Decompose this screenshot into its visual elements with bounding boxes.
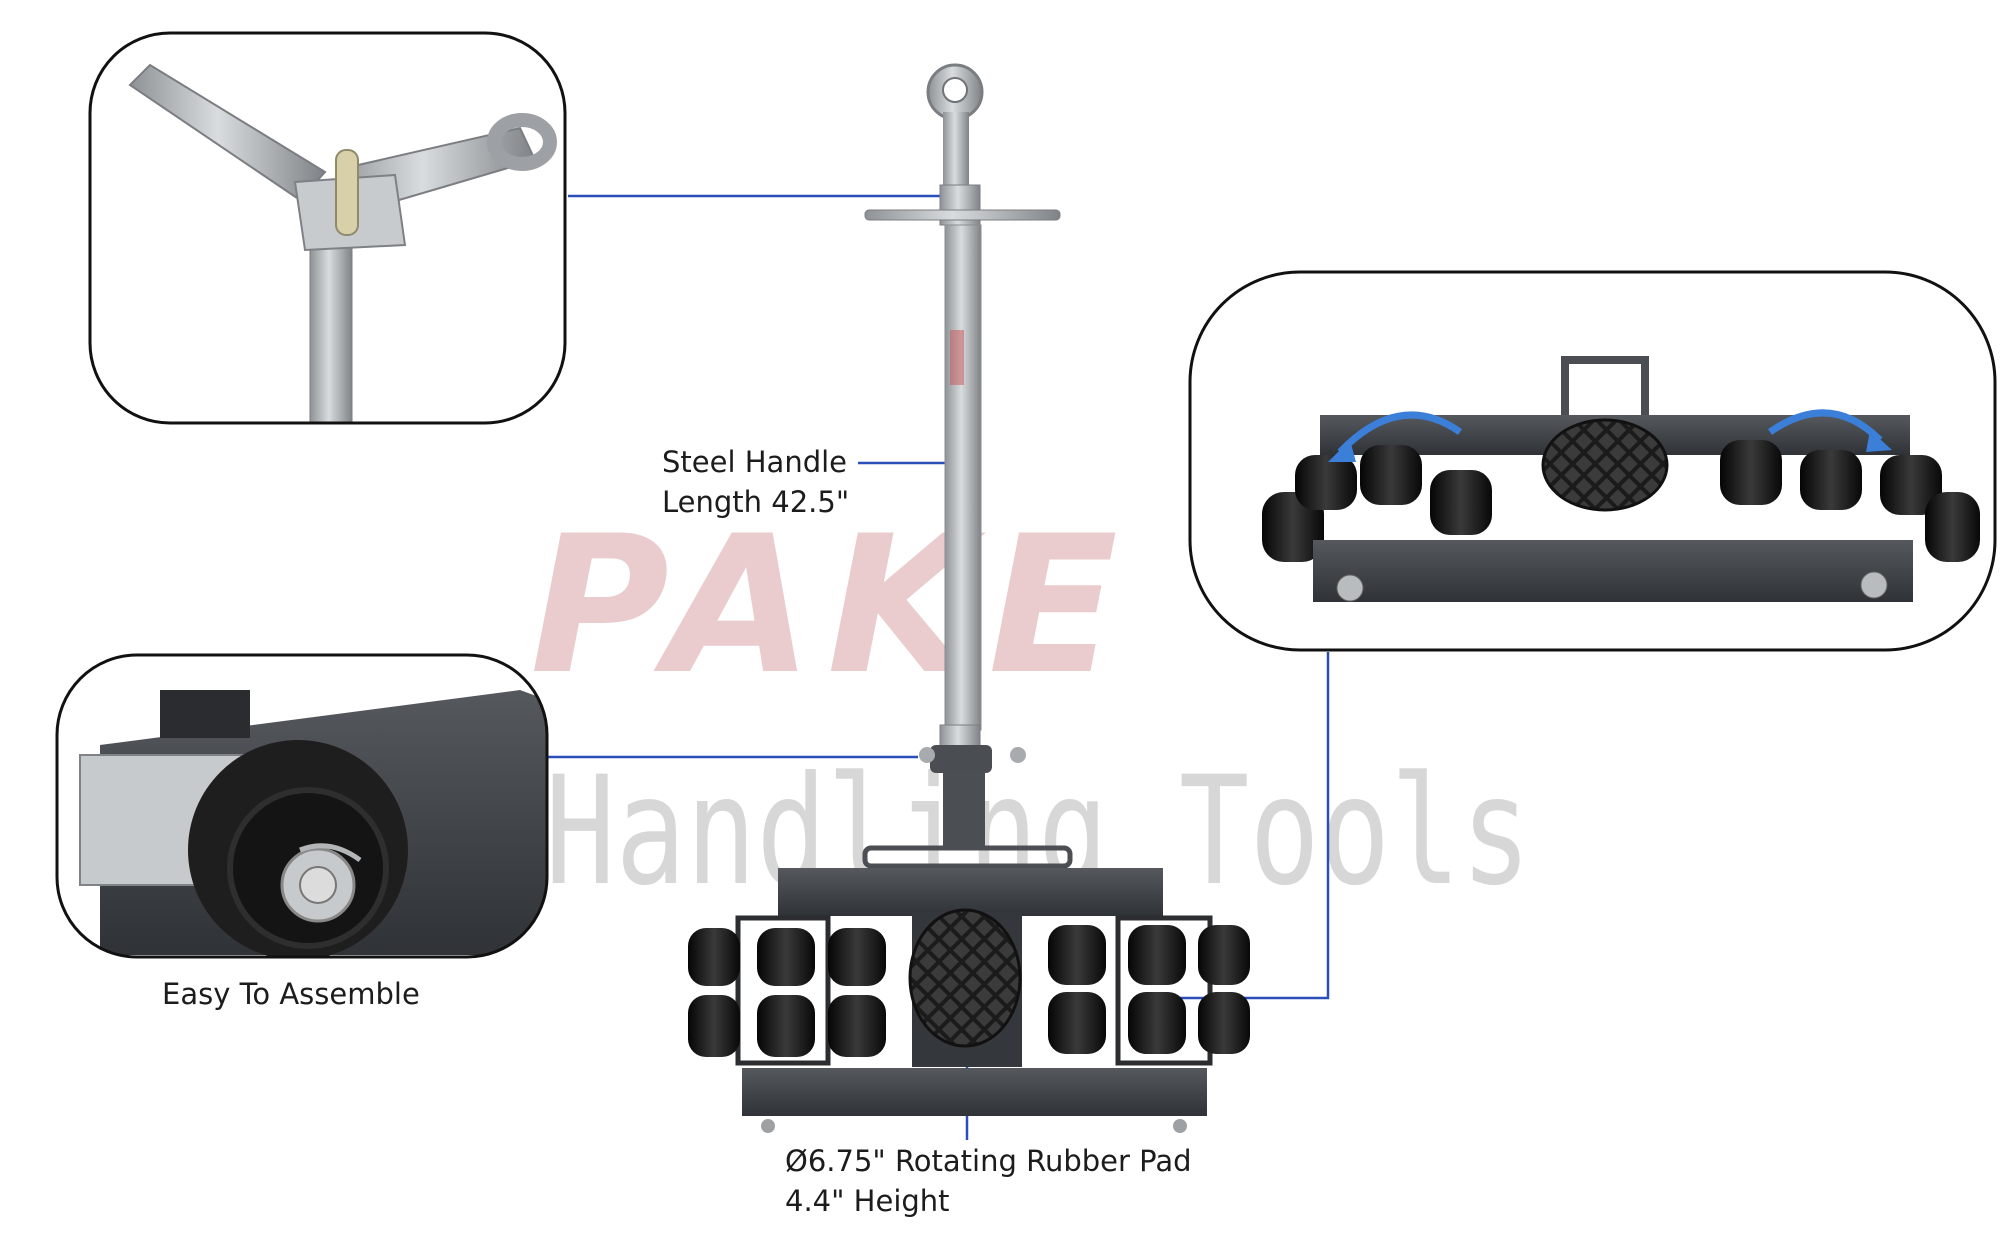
handle-pivot-bolt-left [919, 747, 935, 763]
roller [828, 928, 886, 986]
dolly-frame [742, 868, 1207, 1133]
inset-roller-bracket-top [160, 690, 250, 738]
inset-dolly-bolt-left [1336, 574, 1364, 602]
roller [1360, 445, 1422, 505]
roller [1925, 492, 1980, 562]
inset-roller-assembly [55, 653, 549, 959]
inset-handle-joint [88, 31, 567, 425]
inset-handle-arm-left [128, 63, 327, 202]
handle-pivot [930, 745, 992, 773]
handle-neck [943, 770, 985, 850]
rotation-arrow-left-head [1328, 440, 1356, 462]
handle-crossbar [864, 209, 1061, 221]
dolly-rollers-left [688, 915, 886, 1066]
inset-dolly-rubber-pad [1541, 418, 1669, 512]
frame-guard-rail [862, 845, 1073, 869]
roller [1430, 470, 1492, 535]
inset-dolly-front-bar [1313, 540, 1913, 602]
roller-cage-right [1115, 915, 1213, 1066]
roller [1800, 450, 1862, 510]
inset-handle-shaft [309, 224, 353, 423]
dolly-bottom-bar [742, 1068, 1207, 1116]
roller [1880, 455, 1942, 515]
rotation-arrow-right-head [1866, 430, 1892, 452]
roller-cage-left [735, 915, 831, 1066]
roller [1295, 455, 1357, 510]
dolly-top-plate [778, 868, 1163, 916]
rotating-rubber-pad [908, 908, 1022, 1048]
inset-dolly-rotation-frame [1188, 270, 1997, 652]
inset-roller-retaining-clip [299, 843, 362, 863]
roller [1262, 492, 1324, 562]
callout-rubber-pad-line1: Ø6.75" Rotating Rubber Pad [785, 1144, 1192, 1178]
steel-handle [862, 63, 1073, 869]
handle-logo-sticker [950, 330, 964, 385]
inset-handle-joint-frame [88, 31, 567, 425]
roller [757, 928, 815, 986]
inset-roller-axle [299, 866, 337, 904]
roller [1128, 925, 1186, 985]
handle-pivot-bolt-right [1010, 747, 1026, 763]
callout-easy-to-assemble: Easy To Assemble [162, 977, 420, 1011]
rotation-arrow-right-icon [1767, 409, 1883, 443]
roller [1198, 925, 1250, 985]
inset-handle-pin [335, 149, 359, 236]
roller [1128, 992, 1186, 1054]
roller [688, 928, 740, 986]
callout-steel-handle-line1: Steel Handle [662, 445, 848, 479]
inset-dolly-rotation [1188, 270, 1997, 652]
roller [1048, 925, 1106, 985]
handle-eye-hole [942, 77, 968, 103]
callout-steel-handle-line2: Length 42.5" [662, 485, 850, 519]
roller [1198, 992, 1250, 1054]
watermark-brand: PAKE [530, 495, 1132, 716]
inset-roller-assembly-frame [55, 653, 549, 959]
roller [1048, 992, 1106, 1054]
roller [1720, 440, 1782, 505]
inset-dolly-bolt-right [1860, 571, 1888, 599]
roller [828, 995, 886, 1057]
handle-shaft [944, 224, 982, 731]
dolly-bolt-right [1173, 1119, 1187, 1133]
roller [688, 995, 740, 1057]
handle-top-bar [943, 112, 969, 192]
roller [757, 995, 815, 1057]
dolly-rollers-right [1048, 915, 1250, 1066]
rotation-arrow-left-icon [1337, 411, 1463, 455]
inset-handle-eye [487, 113, 557, 171]
callout-rubber-pad-line2: 4.4" Height [785, 1184, 950, 1218]
dolly-bolt-left [761, 1119, 775, 1133]
